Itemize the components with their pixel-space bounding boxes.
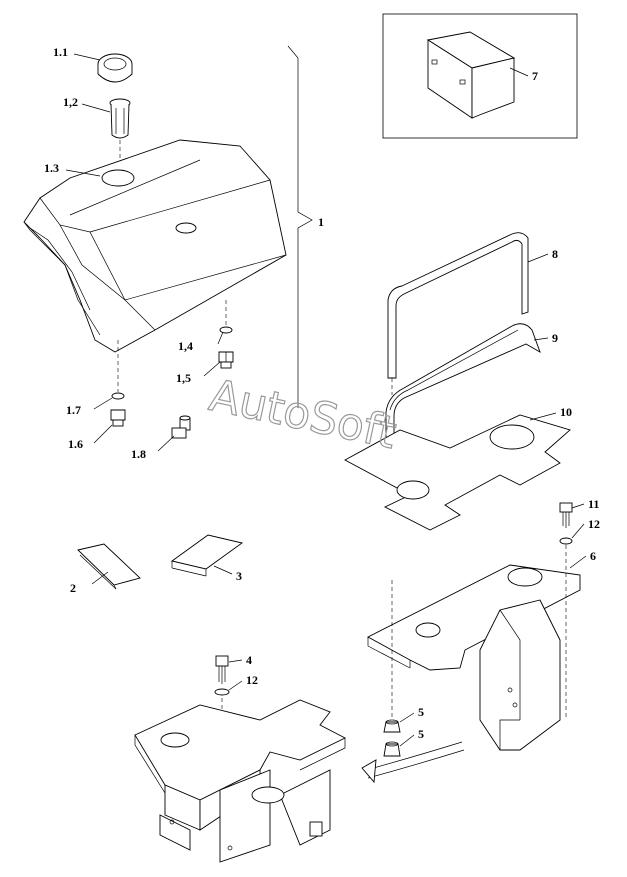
callout-1: 1 <box>318 215 324 229</box>
filler-neck <box>109 98 131 168</box>
washer-1-4 <box>219 326 233 334</box>
nut-5-lower <box>383 741 401 757</box>
callout-5-lower: 5 <box>418 727 424 741</box>
callout-1-7: 1.7 <box>66 403 81 417</box>
bolt-4 <box>215 655 229 684</box>
callout-1-2: 1,2 <box>63 95 78 109</box>
watermark: AutoSoft <box>205 370 400 459</box>
callout-7: 7 <box>532 69 538 83</box>
fittings <box>110 326 234 439</box>
plug-1-6 <box>110 409 126 427</box>
inset-box-part-7 <box>382 13 578 139</box>
bolt-11 <box>559 502 573 528</box>
callout-10: 10 <box>560 405 572 419</box>
callout-1-8: 1.8 <box>131 447 146 461</box>
elbow-fitting-1-8 <box>171 415 191 439</box>
callout-2: 2 <box>70 581 76 595</box>
callout-12-right: 12 <box>588 517 600 531</box>
strip-2 <box>77 543 141 590</box>
callout-5-upper: 5 <box>418 705 424 719</box>
callout-1-1: 1.1 <box>53 45 68 59</box>
direction-arrow <box>361 741 465 784</box>
callout-3: 3 <box>236 569 242 583</box>
mounting-plate-6 <box>367 545 581 751</box>
callout-11: 11 <box>588 497 599 511</box>
washer-12-left <box>214 688 230 696</box>
callout-1-5: 1,5 <box>176 371 191 385</box>
fuel-cap <box>97 53 133 83</box>
nut-5-upper <box>383 719 401 733</box>
callout-12-left: 12 <box>246 673 258 687</box>
assembly-bracket-1 <box>287 45 313 408</box>
strap-9 <box>385 323 541 439</box>
callout-1-3: 1.3 <box>44 161 59 175</box>
fuel-tank <box>23 139 287 392</box>
callout-6: 6 <box>590 549 596 563</box>
lower-frame <box>134 699 346 863</box>
strip-3 <box>170 534 244 577</box>
washer-1-7 <box>111 392 125 400</box>
callout-8: 8 <box>552 247 558 261</box>
washer-12-right <box>559 537 573 545</box>
insulation-pad-10 <box>344 414 571 531</box>
plug-1-5 <box>218 351 234 369</box>
callout-4: 4 <box>246 653 252 667</box>
callout-1-4: 1,4 <box>178 339 193 353</box>
callout-labels: 1.1 1,2 1.3 1 1,4 1,5 1.7 1.6 1.8 2 3 4 … <box>44 45 600 741</box>
leader-lines <box>65 53 587 747</box>
strap-8 <box>387 232 529 395</box>
callout-1-6: 1.6 <box>68 437 83 451</box>
callout-9: 9 <box>552 331 558 345</box>
